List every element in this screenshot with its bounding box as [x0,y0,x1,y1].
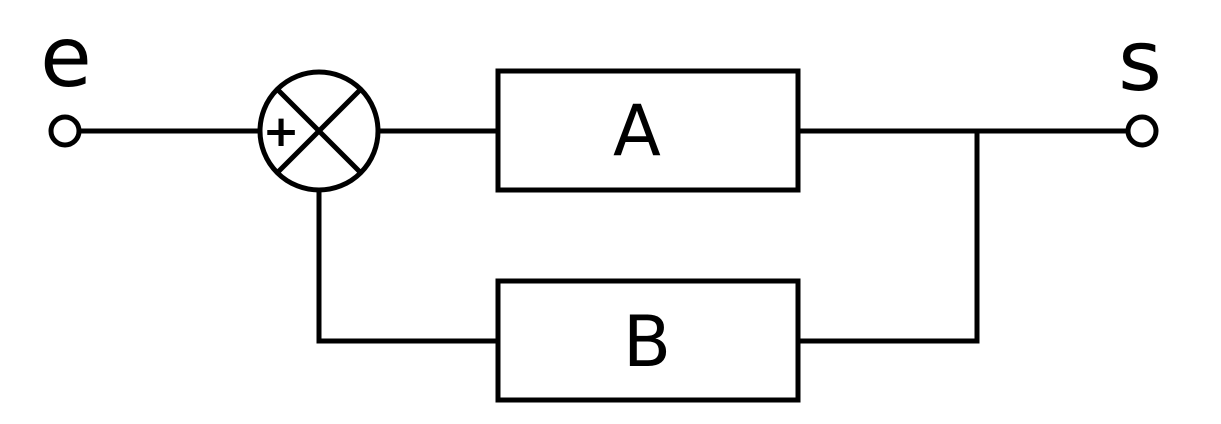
block-b [495,278,801,403]
block-a-label: A [613,90,661,172]
input-label: e [40,8,92,106]
wire-feedback-branch [798,131,980,344]
wire-block-b-to-summer [316,190,498,344]
summer-cross-diag-2 [275,87,363,175]
block-b-label: B [623,301,671,383]
block-a [495,68,801,193]
output-terminal [1125,114,1159,148]
input-terminal [48,114,82,148]
output-label: s [1118,12,1162,110]
summing-junction: + [257,69,381,193]
summer-plus-sign: + [263,106,300,157]
